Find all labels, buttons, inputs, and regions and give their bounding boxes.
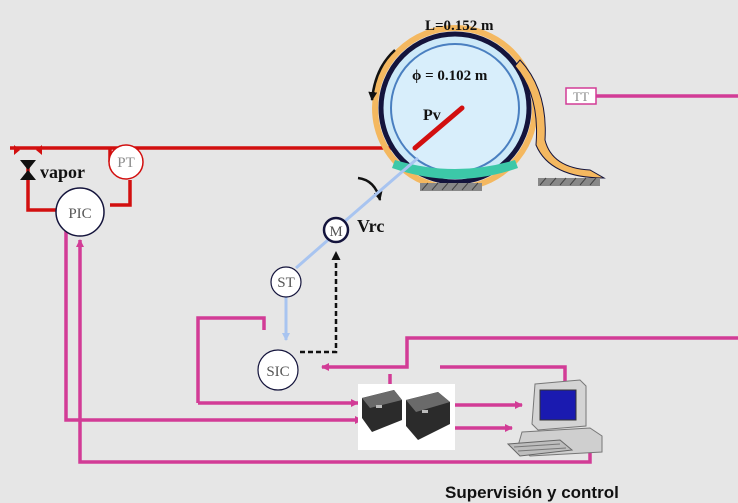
pt-label: PT — [117, 155, 135, 171]
steam-valve-icon[interactable] — [14, 145, 42, 180]
plc-devices — [358, 384, 455, 450]
sic-setpoint-line — [322, 338, 738, 367]
tt-label: TT — [573, 89, 589, 104]
rotation-arrow-2-icon — [358, 178, 380, 200]
diameter-label: ϕ = 0.102 m — [412, 68, 488, 84]
sic-label: SIC — [266, 364, 289, 380]
pic-label: PIC — [68, 206, 91, 222]
vapor-label: vapor — [40, 162, 85, 182]
motor-to-st-line — [296, 240, 328, 268]
pv-label: Pv — [423, 107, 441, 124]
motor-label: M — [329, 224, 342, 240]
footer-label: Supervisión y control — [445, 483, 619, 502]
sic-instrument[interactable]: SIC — [258, 350, 298, 390]
sic-to-motor-line — [300, 252, 336, 352]
pic-to-plc-line — [66, 230, 362, 420]
pt-instrument[interactable]: PT — [109, 145, 143, 179]
tt-instrument[interactable]: TT — [566, 88, 596, 104]
drum-inner-ring — [391, 44, 519, 172]
pc-return-line — [440, 367, 565, 382]
vrc-label: Vrc — [357, 216, 384, 236]
pic-instrument[interactable]: PIC — [56, 188, 104, 236]
computer-icon[interactable] — [508, 380, 602, 456]
st-label: ST — [277, 275, 295, 291]
st-instrument[interactable]: ST — [271, 267, 301, 297]
motor-instrument[interactable]: M — [324, 218, 348, 242]
length-label: L=0.152 m — [425, 18, 494, 34]
pt-to-pic-line — [110, 180, 130, 205]
